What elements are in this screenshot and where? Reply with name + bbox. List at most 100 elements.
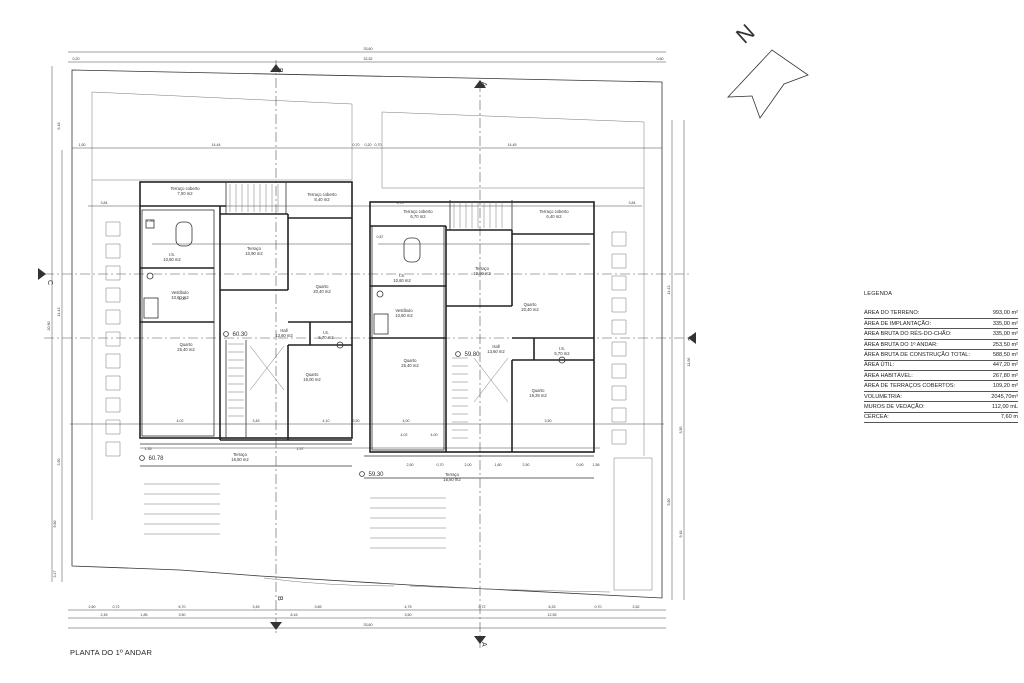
- dim-interior-3: 4,10: [323, 419, 330, 423]
- dim-interior-7: 2,50: [407, 463, 414, 467]
- legend-row: Área bruta do rés-do-chão:335,00 m²: [864, 329, 1018, 340]
- room-name-13: Terraço coberto: [539, 209, 569, 214]
- level-marker-icon: [359, 471, 365, 477]
- dim-interior-10: 1,57: [297, 447, 304, 451]
- section-markers: B B A A C C: [38, 64, 696, 647]
- dim-right-3: 5,80: [667, 499, 671, 506]
- level-marker-icon: [455, 351, 461, 357]
- dim-right-2: 14,43: [667, 286, 671, 295]
- dim-top-3: 0,20: [73, 57, 80, 61]
- section-lines: [44, 60, 690, 648]
- dimension-lines: [51, 51, 685, 629]
- section-mark-b-top: B: [276, 68, 283, 73]
- dim-top-2: 32,52: [364, 57, 373, 61]
- legend-row: Área bruta do 1º andar:253,50 m²: [864, 340, 1018, 351]
- room-area-10: 19,00 m2: [303, 377, 321, 382]
- dim-top-9: 14,45: [508, 143, 517, 147]
- north-arrow-icon: N: [727, 19, 809, 119]
- room-area-9: 5,70 m2: [318, 335, 334, 340]
- legend-row: Área do terreno: 993,00 m²: [864, 309, 1018, 319]
- level-label-1: 60.30: [232, 332, 248, 338]
- left-unit-walls: [139, 181, 353, 467]
- dim-interior-12: 0,90: [577, 463, 584, 467]
- legend-label: Área do terreno:: [864, 310, 920, 317]
- dim-interior-18: 1,80: [495, 463, 502, 467]
- dim-bottom-14: 8,16: [291, 613, 298, 617]
- level-marker-icon: [223, 331, 229, 337]
- level-label-4: 59.30: [368, 472, 384, 478]
- dim-bottom-17: 33,60: [364, 623, 373, 627]
- dim-right-5: 3,50: [679, 427, 683, 434]
- room-name-7: Quarto: [180, 342, 193, 347]
- level-marker-icon: [139, 455, 145, 461]
- room-area-19: 13,60 m2: [487, 349, 505, 354]
- dim-bottom-6: 4,75: [405, 605, 412, 609]
- legend-value: 335,00 m²: [992, 331, 1018, 338]
- level-label-3: 59.80: [464, 352, 480, 358]
- legend-row: Área habitável:267,80 m²: [864, 371, 1018, 382]
- legend-rows: Área do terreno: 993,00 m² Área de implant…: [864, 309, 1018, 423]
- room-name-19: Hall: [492, 344, 499, 349]
- dim-bottom-2: 0,72: [113, 605, 120, 609]
- legend-table: LEGENDA Área do terreno: 993,00 m² Área de…: [864, 291, 1018, 423]
- dim-bottom-7: 0,72: [479, 605, 486, 609]
- dim-top-12: 3,75: [397, 201, 404, 205]
- dim-bottom-11: 2,45: [101, 613, 108, 617]
- room-area-5: 20,40 m2: [313, 289, 331, 294]
- dim-bottom-1: 2,60: [89, 605, 96, 609]
- dim-interior-17: 2,50: [523, 463, 530, 467]
- dim-bottom-5: 3,65: [315, 605, 322, 609]
- room-area-8: 13,60 m2: [275, 333, 293, 338]
- dim-right-4: 9,16: [679, 531, 683, 538]
- section-mark-a-top: A: [480, 82, 487, 87]
- dim-left-4: 3,50: [57, 459, 61, 466]
- dim-left-5: 5,80: [53, 521, 57, 528]
- dim-top-1: 33,60: [364, 47, 373, 51]
- room-name-8: Hall: [280, 328, 287, 333]
- room-name-11: Terraço: [233, 452, 248, 457]
- dim-top-5: 14,44: [212, 143, 221, 147]
- room-area-20: 5,70 m2: [554, 351, 570, 356]
- dim-interior-9: 2,00: [465, 463, 472, 467]
- legend-value: 253,50 m²: [992, 341, 1018, 348]
- north-label: N: [731, 19, 760, 48]
- section-mark-b-bottom: B: [276, 596, 283, 601]
- legend-row: Área bruta de construção total:588,50 m²: [864, 350, 1018, 361]
- dim-interior-14: 4,02: [401, 433, 408, 437]
- dim-top-7: 0,20: [365, 143, 372, 147]
- room-name-14: I.S.: [399, 273, 405, 278]
- legend-label: Área de terraços cobertos:: [864, 383, 956, 390]
- dim-left-6: 3,47: [53, 571, 57, 578]
- dim-interior-20: 0,87: [377, 235, 384, 239]
- legend-value: 993,00 m²: [992, 310, 1018, 317]
- legend-row: Área de implantação:335,00 m²: [864, 319, 1018, 330]
- dim-interior-13: 1,56: [593, 463, 600, 467]
- legend-row: Volumetria:2045,70m³: [864, 392, 1018, 403]
- dim-interior-5: 3,50: [353, 419, 360, 423]
- dim-bottom-8: 6,33: [549, 605, 556, 609]
- dim-top-10: 1,50: [79, 143, 86, 147]
- room-area-2: 8,40 m2: [314, 197, 330, 202]
- right-unit-walls: [364, 200, 595, 479]
- drawing-title: PLANTA DO 1º ANDAR: [70, 648, 153, 657]
- plot-boundary: [71, 69, 663, 599]
- legend-title: LEGENDA: [864, 291, 893, 297]
- legend-label: Cércea:: [864, 414, 889, 421]
- left-unit-stair: [228, 184, 285, 425]
- dim-left-1: 20,90: [47, 322, 51, 331]
- room-name-20: I.S.: [559, 346, 565, 351]
- dim-left-2: 6,18: [57, 123, 61, 130]
- room-area-13: 6,40 m2: [546, 214, 562, 219]
- legend-label: Muros de vedação:: [864, 403, 925, 410]
- dim-top-13: 3,84: [629, 201, 636, 205]
- legend-value: 109,20 m²: [992, 383, 1018, 390]
- room-name-2: Terraço coberto: [307, 192, 337, 197]
- legend-row: Cércea:7,60 m: [864, 413, 1018, 423]
- legend-label: Volumetria:: [864, 393, 902, 400]
- dim-bottom-16: 12,55: [548, 613, 557, 617]
- room-name-3: I.S.: [169, 252, 175, 257]
- room-name-9: I.S.: [323, 330, 329, 335]
- dim-top-6: 0,70: [353, 143, 360, 147]
